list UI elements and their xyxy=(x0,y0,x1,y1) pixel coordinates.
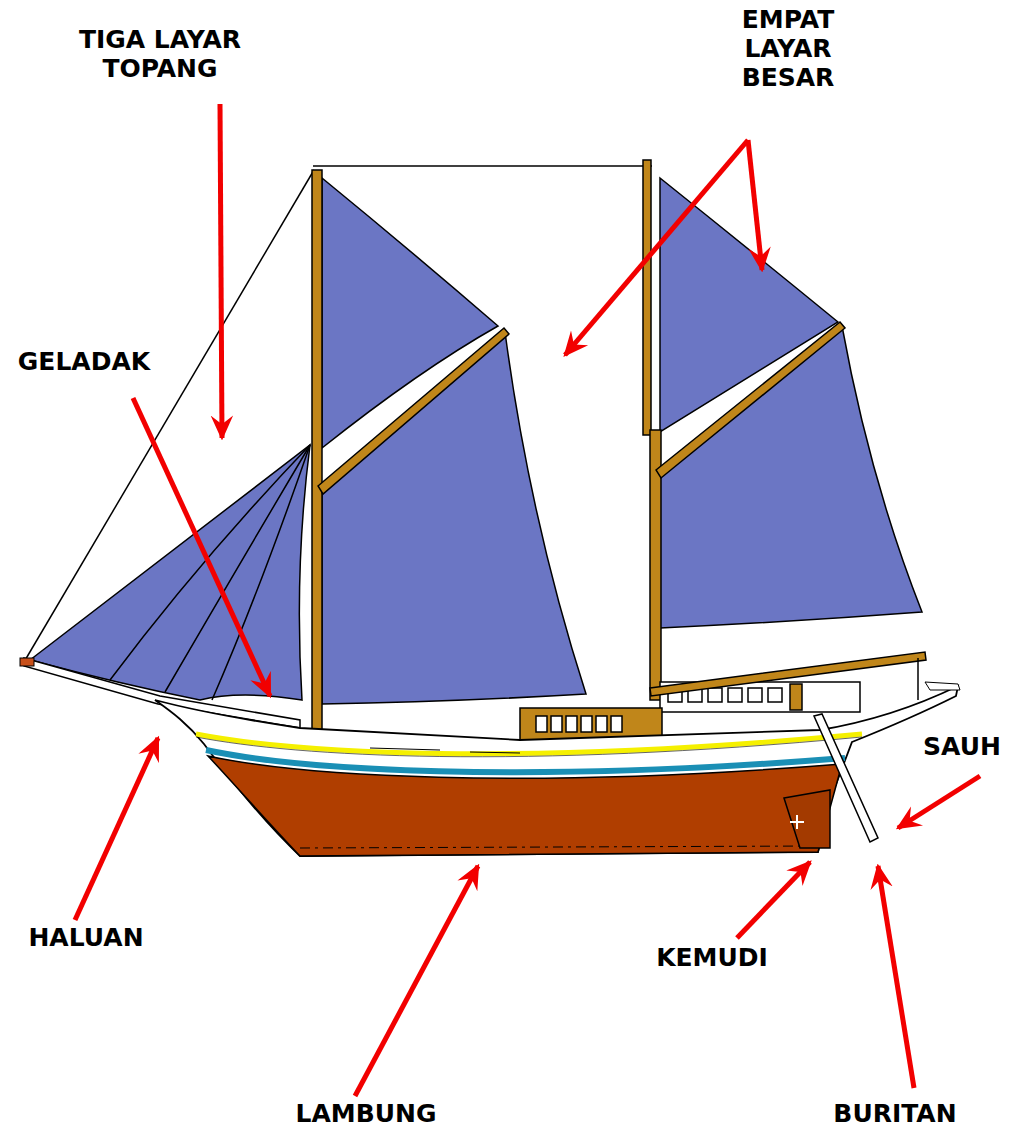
part-label: KEMUDI xyxy=(637,944,787,973)
main-sails xyxy=(660,178,922,628)
part-label: EMPAT LAYAR BESAR xyxy=(728,6,848,92)
fore-sails xyxy=(322,178,586,704)
anchor-shaft xyxy=(814,714,878,842)
rudder xyxy=(784,790,830,848)
top-stay xyxy=(313,165,652,167)
part-label: HALUAN xyxy=(11,924,161,953)
part-label: LAMBUNG xyxy=(281,1100,451,1129)
part-label: GELADAK xyxy=(4,348,164,377)
hull xyxy=(155,682,960,856)
part-label: TIGA LAYAR TOPANG xyxy=(30,26,290,84)
part-label: SAUH xyxy=(912,733,1012,762)
part-label: BURITAN xyxy=(815,1100,975,1129)
leader-arrows xyxy=(75,104,980,1096)
masts xyxy=(312,160,845,730)
